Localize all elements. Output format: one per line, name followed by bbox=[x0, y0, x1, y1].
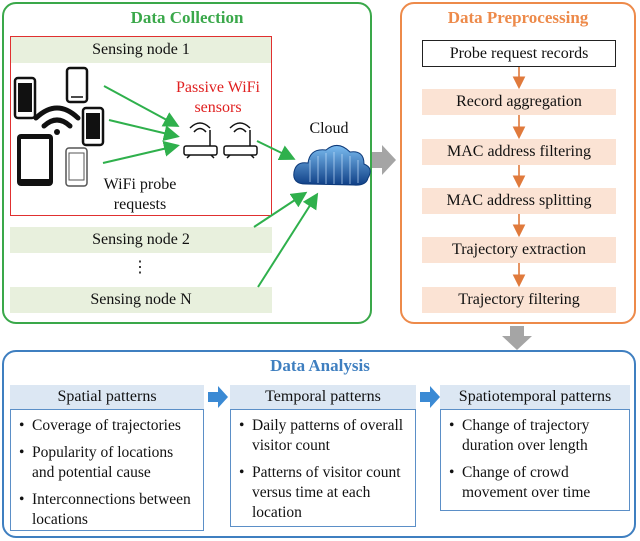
temporal-patterns-list: Daily patterns of overall visitor count … bbox=[230, 409, 416, 527]
data-preprocessing-title: Data Preprocessing bbox=[447, 8, 589, 27]
arrow-right-icon bbox=[208, 386, 228, 408]
ellipsis-label: ⋮ bbox=[132, 259, 148, 276]
probe-requests-label: WiFi probe requests bbox=[103, 176, 177, 213]
sensing-node-n-label: Sensing node N bbox=[10, 287, 272, 313]
router-icon bbox=[223, 122, 258, 159]
wifi-icon bbox=[33, 105, 81, 135]
list-item: Change of crowd movement over time bbox=[449, 463, 625, 503]
mac-address-filtering-step: MAC address filtering bbox=[422, 139, 616, 165]
data-collection-panel bbox=[2, 2, 372, 324]
data-analysis-panel bbox=[2, 350, 636, 538]
data-analysis-title: Data Analysis bbox=[270, 356, 370, 375]
mac-address-splitting-step: MAC address splitting bbox=[422, 188, 616, 214]
probe-request-records-box: Probe request records bbox=[422, 40, 616, 67]
spatial-patterns-header: Spatial patterns bbox=[10, 385, 204, 409]
arrow-right-icon bbox=[420, 386, 440, 408]
smartphone-icon bbox=[13, 76, 37, 120]
list-item: Patterns of visitor count versus time at… bbox=[239, 463, 411, 523]
cloud-icon bbox=[293, 145, 371, 186]
list-item: Daily patterns of overall visitor count bbox=[239, 416, 411, 456]
sensing-node-1-label: Sensing node 1 bbox=[11, 37, 271, 63]
list-item: Popularity of locations and potential ca… bbox=[19, 443, 199, 483]
list-item: Interconnections between locations bbox=[19, 490, 199, 530]
smartphone-icon bbox=[81, 106, 105, 147]
router-icon bbox=[183, 122, 218, 159]
data-preprocessing-panel bbox=[400, 2, 636, 324]
arrow-right-icon bbox=[372, 145, 396, 175]
trajectory-filtering-step: Trajectory filtering bbox=[422, 287, 616, 313]
list-item: Change of trajectory duration over lengt… bbox=[449, 416, 625, 456]
smartphone-icon bbox=[65, 66, 89, 104]
spatiotemporal-patterns-list: Change of trajectory duration over lengt… bbox=[440, 409, 630, 511]
cloud-label: Cloud bbox=[309, 120, 349, 137]
sensing-node-1-box bbox=[10, 36, 272, 216]
passive-sensors-label: Passive WiFi sensors bbox=[176, 79, 260, 116]
data-collection-title: Data Collection bbox=[130, 8, 244, 27]
list-item: Coverage of trajectories bbox=[19, 416, 199, 436]
trajectory-extraction-step: Trajectory extraction bbox=[422, 237, 616, 263]
sensing-node-2-label: Sensing node 2 bbox=[10, 227, 272, 253]
arrow-down-icon bbox=[502, 326, 532, 350]
tablet-icon bbox=[17, 134, 53, 186]
spatiotemporal-patterns-header: Spatiotemporal patterns bbox=[440, 385, 630, 409]
record-aggregation-step: Record aggregation bbox=[422, 89, 616, 115]
spatial-patterns-list: Coverage of trajectories Popularity of l… bbox=[10, 409, 204, 531]
smartphone-icon bbox=[65, 147, 88, 187]
temporal-patterns-header: Temporal patterns bbox=[230, 385, 416, 409]
